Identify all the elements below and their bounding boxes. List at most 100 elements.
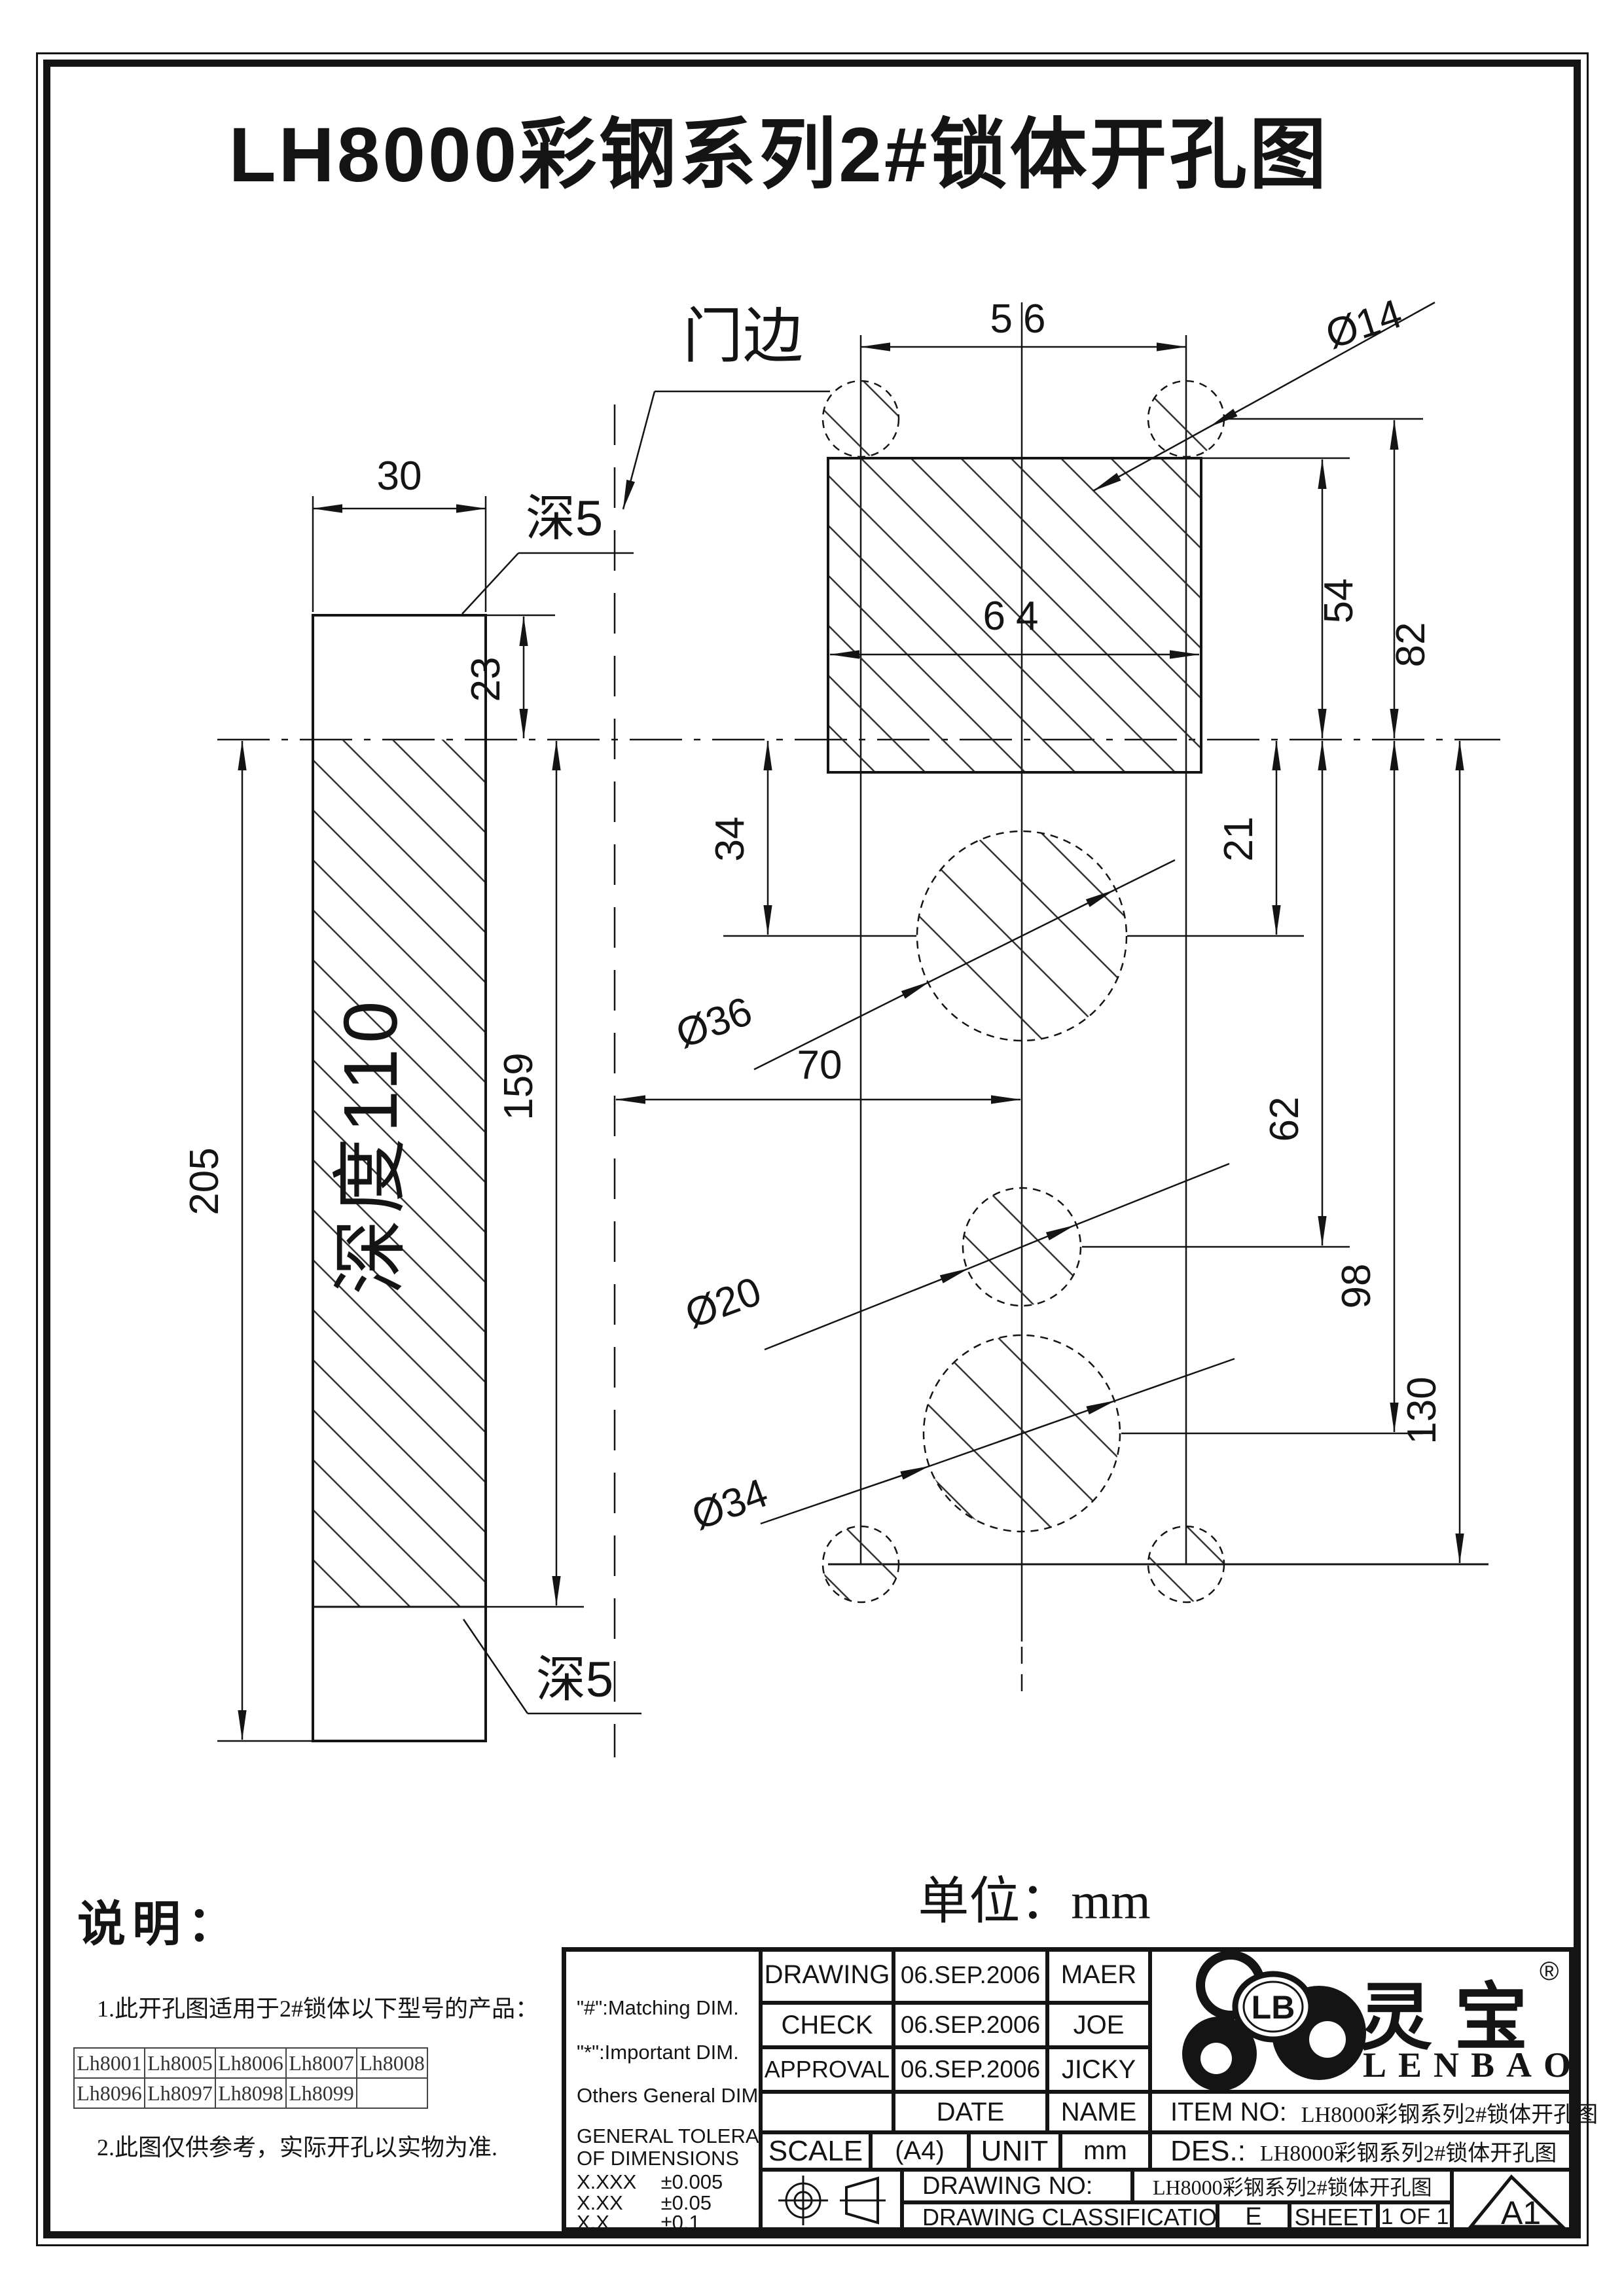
leader-lines <box>461 301 1435 1715</box>
model-cell: Lh8097 <box>144 2077 216 2109</box>
dim-23-label: 23 <box>463 657 509 702</box>
drawing-no-value: LH8000彩钢系列2#锁体开孔图 <box>1153 2176 1432 2199</box>
leader-dia36 <box>753 980 930 1071</box>
dimension-lines <box>238 342 1464 1740</box>
leader-dia20 <box>764 1267 969 1351</box>
hole-dia14-top-right <box>1147 380 1225 458</box>
page-title: LH8000彩钢系列2#锁体开孔图 <box>228 112 1329 198</box>
unit-value-cell: mm <box>1060 2132 1150 2170</box>
sheet-label-cell: SHEET <box>1290 2202 1378 2232</box>
dim-82-label: 82 <box>1388 622 1434 668</box>
dim-30-label: 30 <box>377 454 422 499</box>
side-view-outline <box>312 614 487 1742</box>
tol-label: X.X <box>577 2211 609 2234</box>
model-cell: Lh8006 <box>215 2047 287 2079</box>
dim-70-label: 70 <box>797 1043 842 1088</box>
leader-dia14 <box>1209 301 1435 428</box>
dim-dia36-label: Ø36 <box>670 988 758 1057</box>
inner-border <box>43 60 1581 2238</box>
name-header-cell: NAME <box>1047 2092 1150 2132</box>
approval-row-label: APPROVAL <box>761 2047 893 2092</box>
dim-56-label: 56 <box>990 296 1056 342</box>
note-1: 1.此开孔图适用于2#锁体以下型号的产品： <box>97 1996 539 2022</box>
dim-34-label: 34 <box>708 817 753 862</box>
drawing-row-name: MAER <box>1047 1947 1150 2003</box>
leader-dia34 <box>760 1465 930 1525</box>
model-table: Lh8001 Lh8005 Lh8006 Lh8007 Lh8008 Lh809… <box>73 2047 428 2109</box>
model-cell: Lh8099 <box>285 2077 357 2109</box>
drawing-annotations: 门边 深5 深5 <box>526 303 803 1708</box>
unit-note: 单位：mm <box>918 1873 1151 1929</box>
des-label: DES.: <box>1170 2134 1246 2167</box>
side-view: 深度110 <box>217 496 584 1742</box>
model-cell: Lh8008 <box>356 2047 428 2079</box>
depth5-bottom-label: 深5 <box>536 1652 613 1708</box>
check-row-name: JOE <box>1047 2003 1150 2047</box>
hole-dia14-bottom-left <box>821 1525 900 1604</box>
model-cell: Lh8001 <box>73 2047 145 2079</box>
empty-cell <box>761 2092 893 2132</box>
approval-row-date: 06.SEP.2006 <box>893 2047 1047 2092</box>
dim-98-label: 98 <box>1334 1264 1379 1309</box>
tol-label: X.XX <box>577 2191 623 2214</box>
drawing-no-value-cell: LH8000彩钢系列2#锁体开孔图 <box>1132 2170 1452 2202</box>
size-triangle-icon <box>1467 2174 1567 2229</box>
outer-border <box>36 52 1589 2246</box>
model-cell: Lh8096 <box>73 2077 145 2109</box>
dim-130-label: 130 <box>1399 1376 1445 1444</box>
drawing-no-label-cell: DRAWING NO: <box>902 2170 1132 2202</box>
tolerance-row: X.XX ±0.05 <box>577 2191 712 2215</box>
rect-hole-64 <box>827 457 1202 774</box>
lenbao-logo-mark: LB <box>1182 1950 1366 2091</box>
tolerance-row: X.XXX ±0.005 <box>577 2170 723 2194</box>
front-view <box>723 380 1489 1604</box>
tol-value: ±0.1 <box>660 2211 700 2234</box>
check-row-label: CHECK <box>761 2003 893 2047</box>
drawing-row-label: DRAWING <box>761 1947 893 2003</box>
dim-64-label: 64 <box>983 594 1049 639</box>
hole-dia14-bottom-right <box>1147 1525 1225 1604</box>
notes-heading: 说明： <box>77 1898 242 1952</box>
dim-54-label: 54 <box>1316 579 1362 624</box>
check-row-date: 06.SEP.2006 <box>893 2003 1047 2047</box>
hole-dia14-top-left <box>821 380 900 458</box>
tol-value: ±0.005 <box>660 2170 723 2193</box>
company-logo-cell: LB 灵宝 ® LENBAO <box>1150 1947 1574 2092</box>
logo-english-name: LENBAO <box>1363 2045 1583 2085</box>
note-2: 2.此图仅供参考，实际开孔以实物为准. <box>97 2134 498 2161</box>
note-others: Others General DIM. <box>577 2084 764 2107</box>
logo-chinese-name: 灵宝 <box>1359 1978 1550 2059</box>
drawing-row-date: 06.SEP.2006 <box>893 1947 1047 2003</box>
tolerance-row: X.X ±0.1 <box>577 2211 700 2234</box>
item-no-label: ITEM NO: <box>1170 2097 1287 2126</box>
registered-mark-icon: ® <box>1540 1957 1559 1986</box>
projection-symbol-cell <box>761 2170 902 2232</box>
classification-label-cell: DRAWING CLASSIFICATION <box>902 2202 1234 2232</box>
logo-initials: LB <box>1252 1989 1295 2026</box>
model-cell: Lh8098 <box>215 2077 287 2109</box>
tol-label: X.XXX <box>577 2170 637 2193</box>
side-view-hatch <box>313 740 486 1607</box>
des-value: LH8000彩钢系列2#锁体开孔图 <box>1259 2142 1557 2166</box>
sheet-value-cell: 1 OF 1 <box>1378 2202 1452 2232</box>
dim-21-label: 21 <box>1216 817 1261 862</box>
note-matching: "#":Matching DIM. <box>577 1996 739 2019</box>
scale-label-cell: SCALE <box>761 2132 871 2170</box>
model-cell: Lh8005 <box>144 2047 216 2079</box>
sheet-size-cell: A1 <box>1452 2170 1574 2232</box>
dim-159-label: 159 <box>496 1052 541 1120</box>
door-edge-label: 门边 <box>683 303 803 370</box>
dim-dia20-label: Ø20 <box>679 1268 767 1337</box>
sheet-size-code: A1 <box>1501 2195 1542 2231</box>
date-header-cell: DATE <box>893 2092 1047 2132</box>
tolerance-notes-cell: "#":Matching DIM. "*":Important DIM. Oth… <box>562 1947 802 2234</box>
approval-row-name: JICKY <box>1047 2047 1150 2092</box>
projection-symbol-icon <box>778 2176 886 2225</box>
dim-dia34-label: Ø34 <box>686 1470 774 1539</box>
table-row: Lh8001 Lh8005 Lh8006 Lh8007 Lh8008 <box>73 2047 428 2079</box>
scale-value-cell: (A4) <box>871 2132 969 2170</box>
item-no-value: LH8000彩钢系列2#锁体开孔图 <box>1301 2102 1598 2127</box>
dim-62-label: 62 <box>1262 1097 1307 1142</box>
